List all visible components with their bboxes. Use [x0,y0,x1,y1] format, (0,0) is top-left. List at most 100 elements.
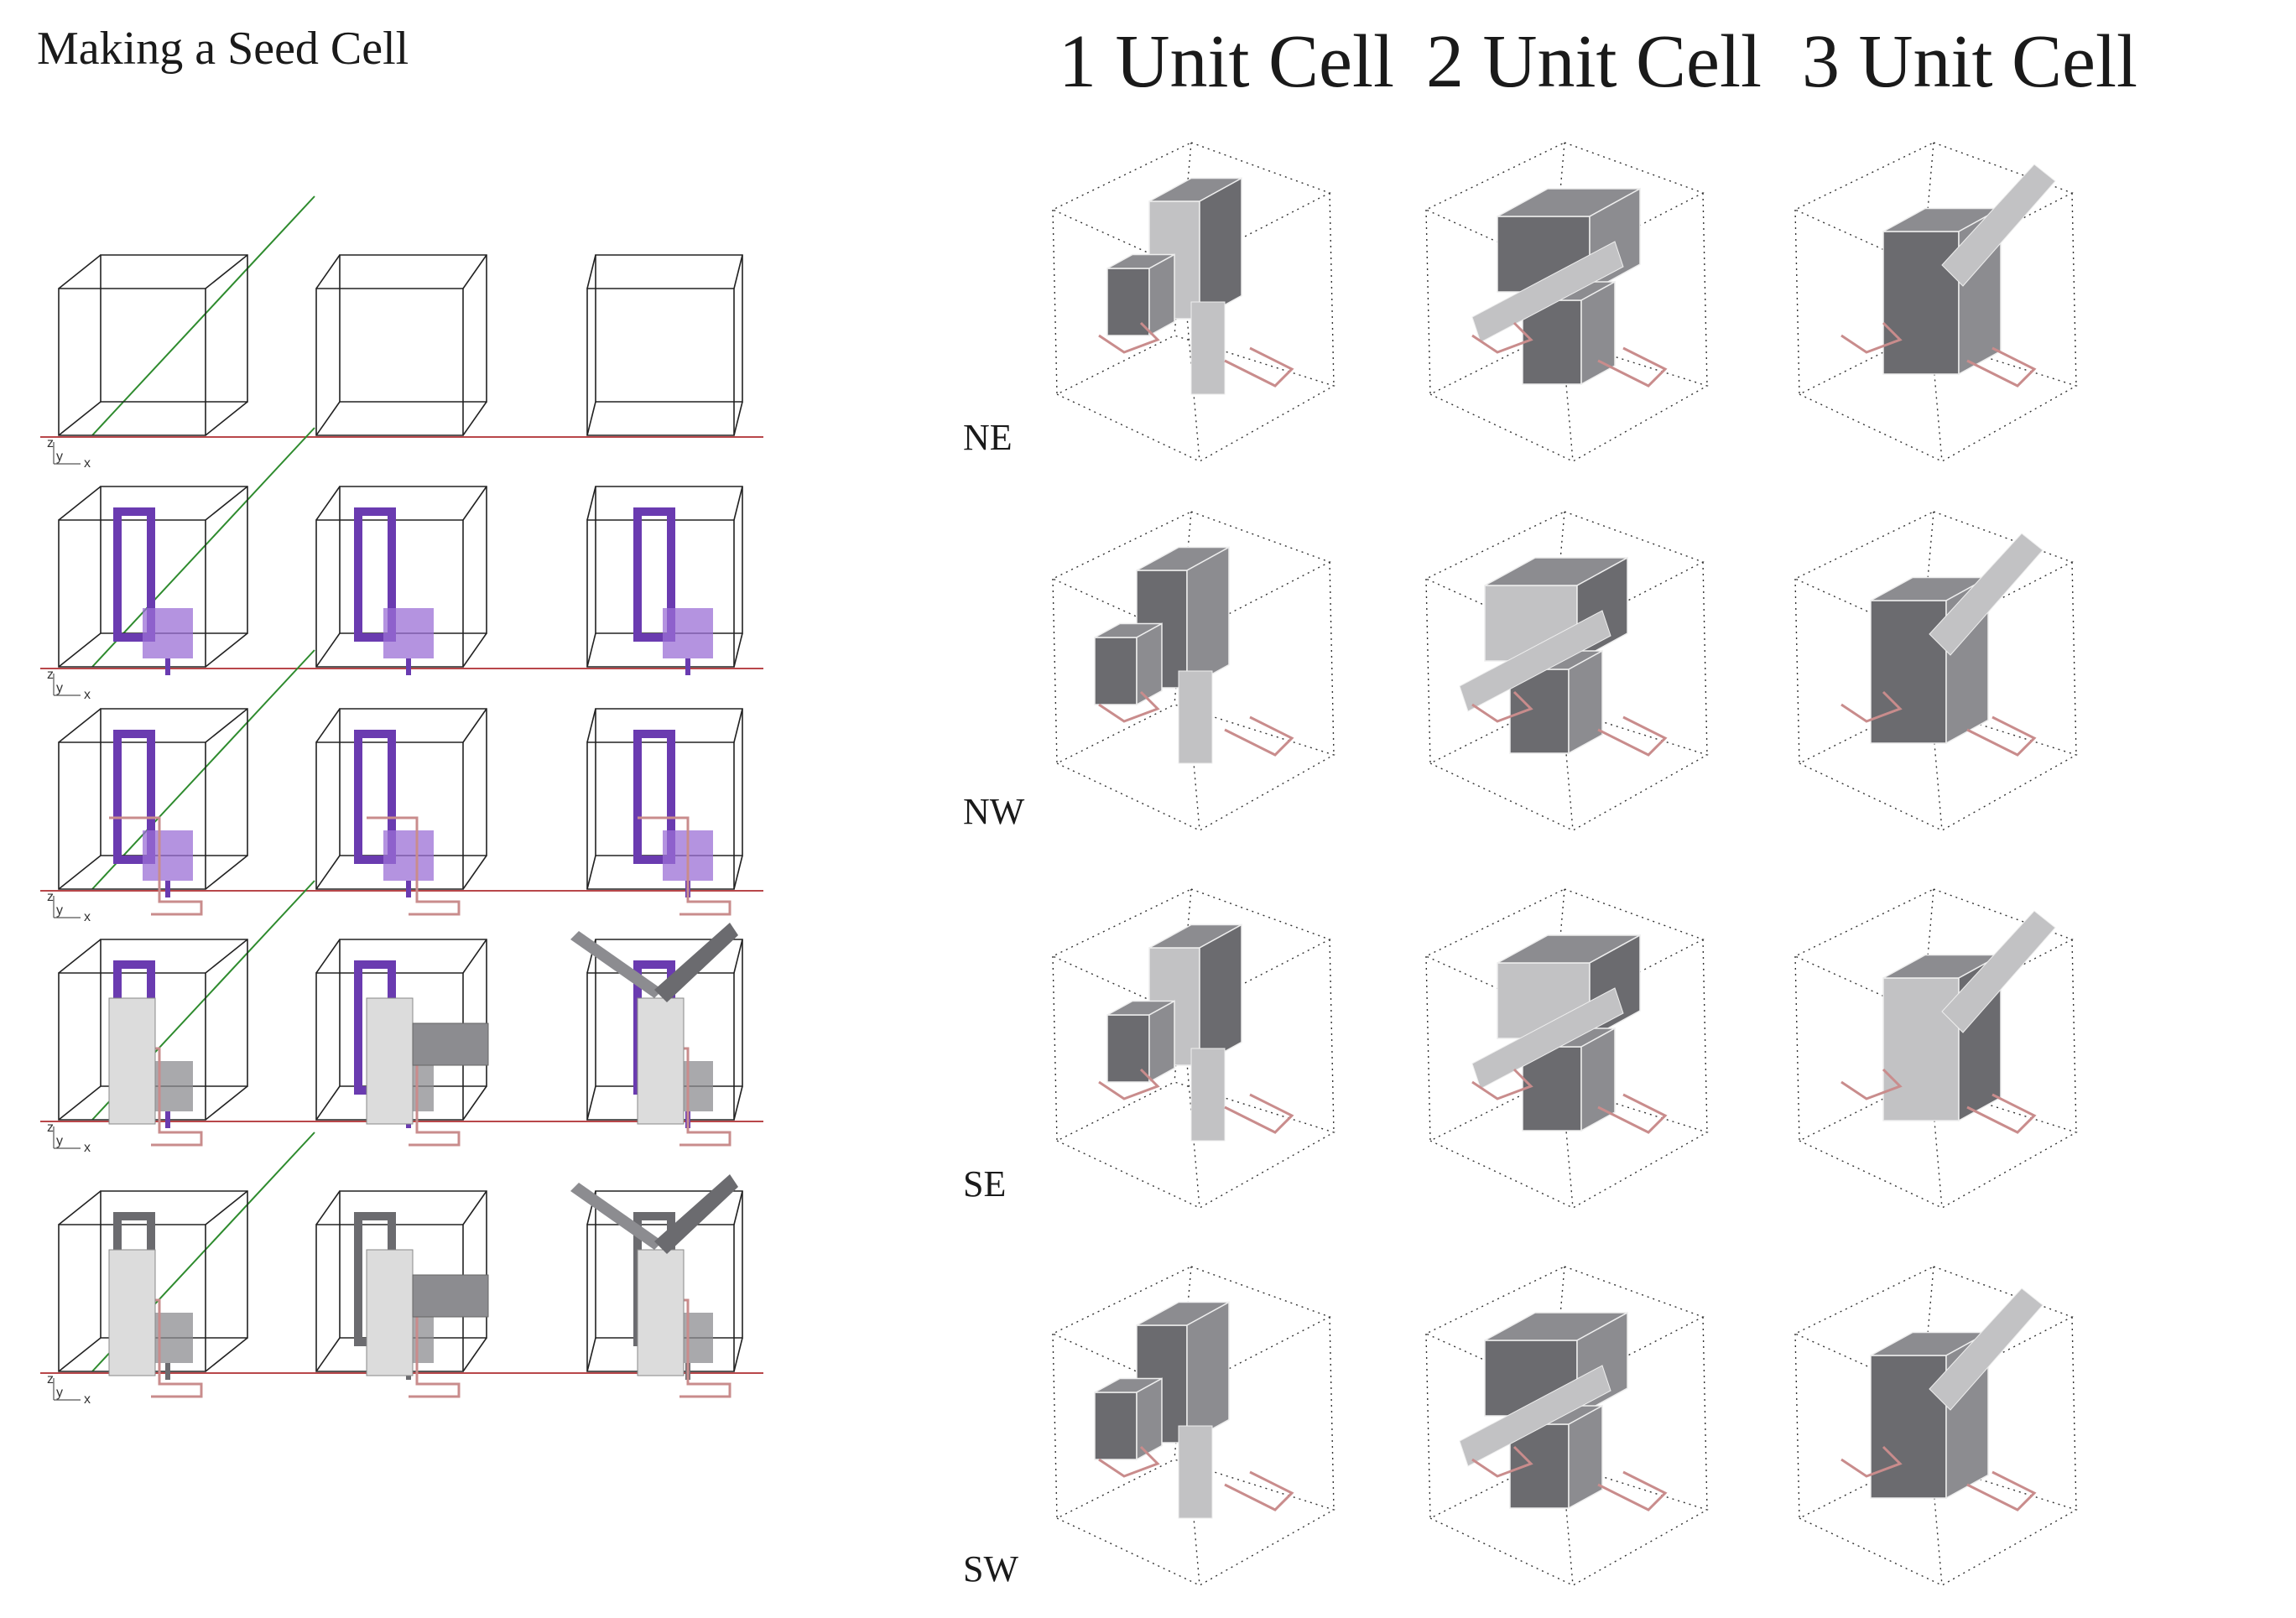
panel-horizontal [412,1022,489,1066]
pink-path [1597,1093,1668,1134]
cube-edge [205,254,248,289]
cube-front-face [58,288,206,436]
pink-path [367,816,461,916]
cube-bottom-outline [1429,1459,1709,1586]
gizmo-label-x: x [84,1392,91,1407]
pink-path [1840,1445,1903,1478]
y-axis-line [91,649,315,890]
frame-seat [143,608,193,658]
grey-panels [366,997,489,1125]
cube-vertical-edge [2071,561,2077,756]
cube-vertical-edge [1425,1333,1431,1519]
view-row-nw [1051,511,2078,831]
view-label-nw: NW [963,791,1025,832]
cube-edge [462,855,487,890]
block-side [1580,280,1616,386]
seed-step-cell [58,708,248,916]
gizmo-label-x: x [84,910,91,924]
block-front [1870,600,1947,744]
panel-slanted [1471,241,1624,343]
gizmo-label-x: x [84,456,91,471]
pink-path [1471,321,1533,354]
seed-step-cell [570,1174,743,1398]
panel-slanted [1929,533,2043,656]
wire-cube [58,1190,248,1372]
panel-slanted [1471,987,1624,1090]
frame-loop [354,730,396,864]
view-row-sw [1051,1266,2078,1586]
block-front [1870,1355,1947,1499]
unit-cell-se-1 [1051,888,1335,1209]
block-side [1148,1000,1175,1084]
unit-cell-nw-3 [1794,511,2078,831]
cube-edge [586,708,596,743]
cube-edge [205,855,248,890]
seed-step-cell [570,923,743,1147]
cube-vertical-edge [1052,578,1058,764]
cube-edge [205,1337,248,1372]
seed-frame [633,507,713,675]
view-row-ne [1051,142,2078,462]
block-side [1136,622,1163,706]
frame-seat [663,608,713,658]
wire-cube [58,254,248,436]
cube-edge [462,632,487,668]
panel-slanted [654,1174,738,1254]
pink-path [1471,1445,1533,1478]
frame-loop [633,730,675,864]
cube-vertical-edge [1794,578,1800,764]
gizmo-label-y: y [56,903,63,918]
unit-cell-se-2 [1424,888,1709,1209]
pink-path [1098,690,1160,723]
cube-edge [315,708,341,743]
cube-bottom-outline [1429,704,1709,831]
seed-step-cell [58,939,248,1147]
panel-vertical [366,997,414,1125]
cube-edge [205,939,248,974]
cube-edge [315,486,341,521]
seed-step-cell [586,708,743,916]
panel-slanted [1941,910,2056,1033]
block-side [1148,253,1175,337]
cube-edge [733,1085,743,1121]
panel-vertical [108,1249,156,1376]
cube-edge [733,486,743,521]
pink-path [1471,1068,1533,1100]
cube-bottom-outline [1798,704,2078,831]
unit-cell-nw-2 [1424,511,1709,831]
panel-vertical [637,1249,685,1376]
grey-panels [570,1174,738,1376]
frame-loop [633,507,675,642]
grey-block [1509,649,1603,755]
cube-edge [315,401,341,436]
seed-step-cell [315,939,489,1147]
grey-panels [570,923,738,1125]
seed-step-cell [58,254,248,436]
block-side [1568,1404,1603,1510]
cube-edge [58,708,102,743]
cube-vertical-edge [1329,561,1335,756]
cube-edge [205,708,248,743]
cube-back-face [100,254,248,403]
seed-step-cell [315,1190,489,1398]
cube-edge [205,401,248,436]
cube-vertical-edge [2071,1316,2077,1511]
cube-vertical-edge [1702,561,1708,756]
cube-vertical-edge [2071,939,2077,1133]
block-front [1094,1392,1138,1460]
cube-edge [586,855,596,890]
block-side [1199,923,1242,1067]
cube-edge [58,401,102,436]
seed-step-cell [58,486,248,675]
unit-cell-ne-1 [1051,142,1335,462]
pink-path [1098,1445,1160,1478]
view-label-ne: NE [963,417,1013,458]
cube-vertical-edge [1702,939,1708,1133]
cube-edge [315,939,341,974]
